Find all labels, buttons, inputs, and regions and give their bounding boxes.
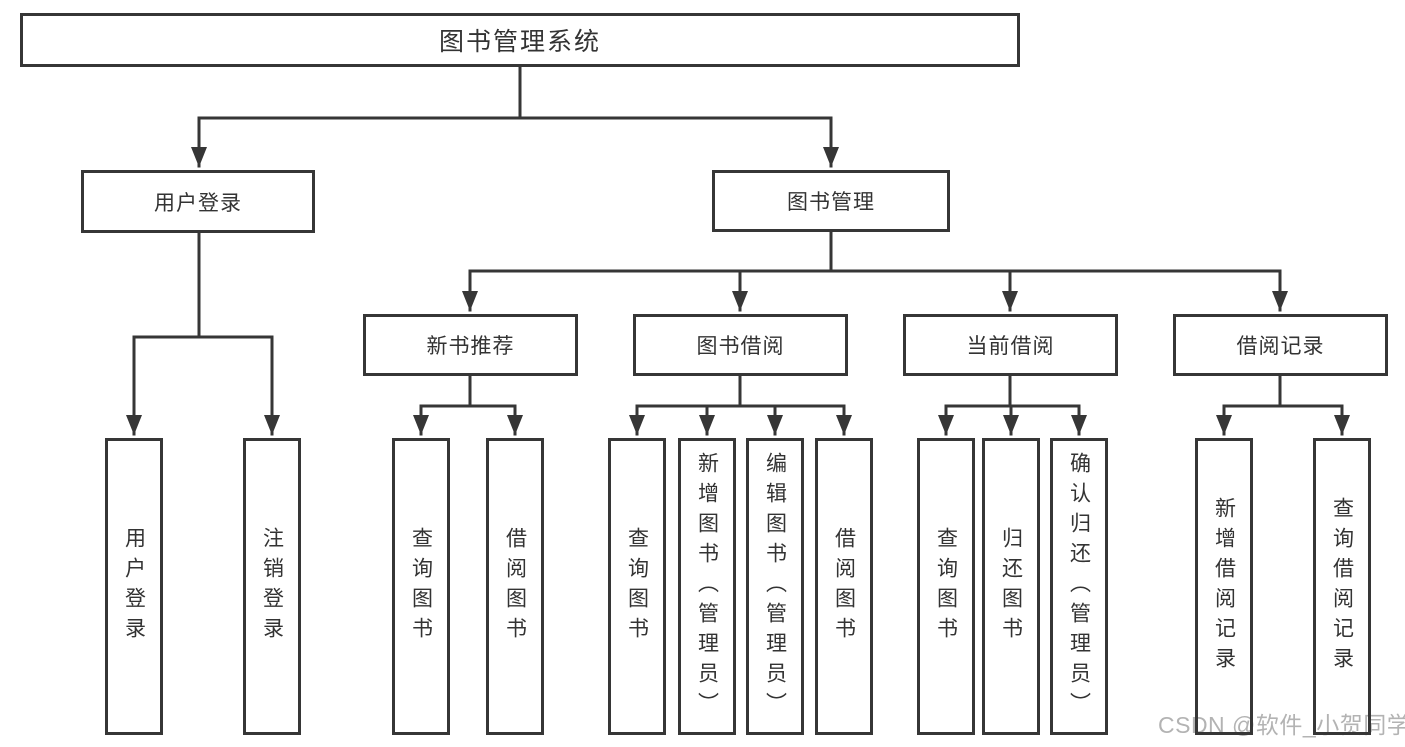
node-borrow-book-2-label: 借阅图书 [832,526,856,647]
node-add-borrow-record: 新增借阅记录 [1195,438,1253,735]
node-book-borrow-label: 图书借阅 [696,335,785,358]
edges-new-book [413,374,523,436]
node-book-mgmt-label: 图书管理 [787,191,875,214]
node-book-mgmt: 图书管理 [712,170,950,232]
node-user-login-label: 用户登录 [154,191,242,215]
node-query-book-1: 查询图书 [392,438,450,735]
edges-user-login [126,231,280,436]
node-return-book-label: 归还图书 [999,526,1023,647]
node-query-book-2-label: 查询图书 [625,526,649,647]
edges-book-borrow [629,374,852,436]
edges-current-borrow [938,374,1087,436]
edges-root [191,64,839,168]
node-confirm-return-admin-label: 确认归还（管理员） [1067,451,1091,722]
node-borrow-book-1-label: 借阅图书 [503,526,527,647]
node-borrow-book-2: 借阅图书 [815,438,873,735]
node-current-borrow-label: 当前借阅 [966,335,1055,358]
node-borrow-book-1: 借阅图书 [486,438,544,735]
node-add-book-admin: 新增图书（管理员） [678,438,736,735]
node-logout-label: 注销登录 [260,526,284,647]
node-return-book: 归还图书 [982,438,1040,735]
node-query-book-3-label: 查询图书 [934,526,958,647]
node-root: 图书管理系统 [20,13,1020,67]
node-user-login: 用户登录 [81,170,315,233]
node-query-borrow-record: 查询借阅记录 [1313,438,1371,735]
node-borrow-records-label: 借阅记录 [1236,335,1325,358]
node-confirm-return-admin: 确认归还（管理员） [1050,438,1108,735]
node-add-book-admin-label: 新增图书（管理员） [695,451,719,722]
node-add-borrow-record-label: 新增借阅记录 [1212,496,1236,677]
node-query-borrow-record-label: 查询借阅记录 [1330,496,1354,677]
node-edit-book-admin-label: 编辑图书（管理员） [763,451,787,722]
node-query-book-2: 查询图书 [608,438,666,735]
node-query-book-3: 查询图书 [917,438,975,735]
node-current-borrow: 当前借阅 [903,314,1118,376]
node-borrow-records: 借阅记录 [1173,314,1388,376]
node-root-label: 图书管理系统 [438,28,601,56]
node-user-login-leaf: 用户登录 [105,438,163,735]
node-edit-book-admin: 编辑图书（管理员） [746,438,804,735]
node-new-book-rec: 新书推荐 [363,314,578,376]
node-new-book-rec-label: 新书推荐 [426,335,515,358]
edges-borrow-records [1216,374,1350,436]
node-logout: 注销登录 [243,438,301,735]
node-user-login-leaf-label: 用户登录 [122,526,146,647]
node-book-borrow: 图书借阅 [633,314,848,376]
node-query-book-1-label: 查询图书 [409,526,433,647]
edges-book-mgmt [462,230,1288,312]
